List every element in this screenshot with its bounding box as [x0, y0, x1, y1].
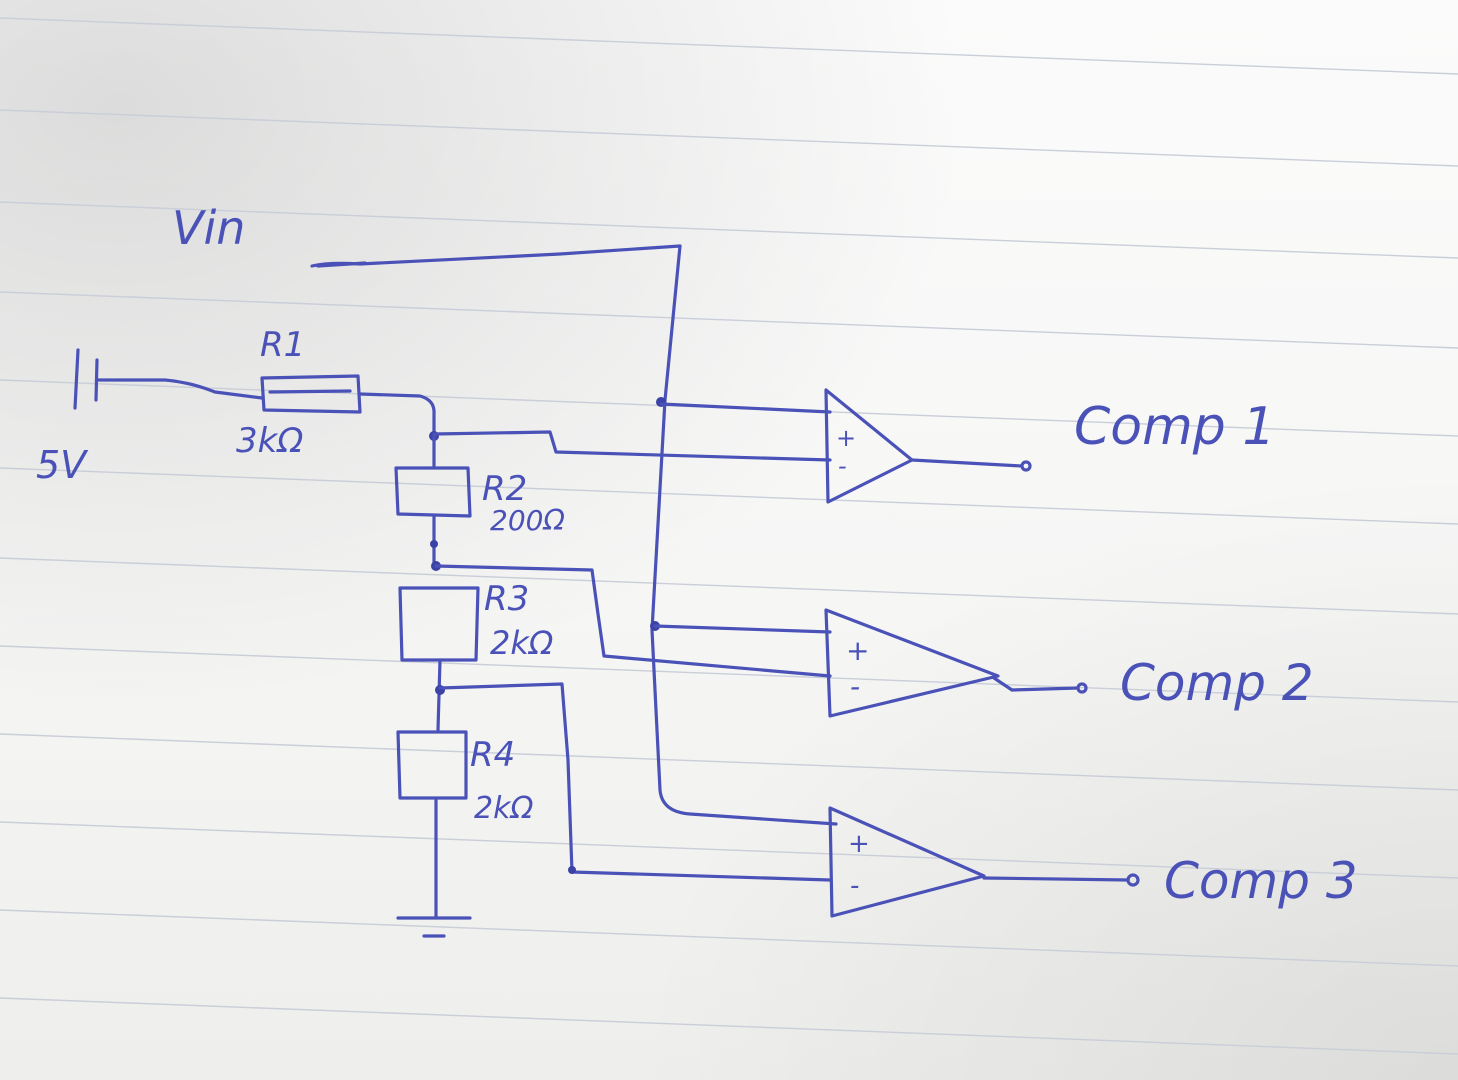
- comparator-1: [824, 388, 914, 504]
- junction-comp3-minus: [568, 866, 576, 874]
- ruled-line: [0, 733, 1458, 791]
- wire-node3-comp3-minus: [438, 682, 832, 882]
- vin-wire: [310, 244, 682, 268]
- vin-bus: [650, 244, 838, 826]
- ruled-lines: [0, 17, 1458, 1055]
- r4-value-label: 2kΩ: [474, 791, 533, 826]
- vin-label: Vin: [172, 201, 245, 255]
- vin-wire-tail: [316, 261, 367, 268]
- comp1-label: Comp 1: [1074, 397, 1275, 457]
- comp2-plus-sign: +: [846, 634, 869, 667]
- ruled-line: [0, 291, 1458, 349]
- comp2-minus-sign: -: [850, 670, 860, 703]
- comp1-terminal: [1020, 460, 1032, 472]
- ruled-line: [0, 467, 1458, 525]
- ruled-line: [0, 821, 1458, 879]
- r2-value-label: 200Ω: [490, 504, 565, 537]
- comparator-3: [828, 806, 986, 918]
- ruled-line: [0, 997, 1458, 1055]
- comp2-terminal: [1076, 682, 1088, 694]
- ruled-line: [0, 909, 1458, 967]
- ruled-line: [0, 17, 1458, 75]
- r1-body: [260, 374, 362, 414]
- comparator-1-output: [910, 458, 1024, 468]
- comparator-2-output: [992, 676, 1080, 692]
- wire-r1-node: [358, 392, 436, 438]
- battery-plate-long: [73, 348, 80, 410]
- wire-battery-r1: [96, 378, 264, 400]
- junction-r2-mid: [430, 540, 438, 548]
- r1-value-label: 3kΩ: [236, 421, 303, 461]
- comp3-plus-sign: +: [848, 829, 870, 859]
- wire-vin-comp2-plus: [653, 624, 832, 634]
- r1-inner: [268, 389, 352, 394]
- ruled-line: [0, 645, 1458, 703]
- comp3-label: Comp 3: [1164, 852, 1358, 910]
- wire-r3-r4: [436, 658, 442, 732]
- r3-name-label: R3: [484, 579, 529, 619]
- comparator-3-output: [982, 876, 1130, 882]
- comp3-minus-sign: -: [850, 871, 859, 901]
- r1-name-label: R1: [260, 325, 305, 365]
- r2-name-label: R2: [482, 469, 527, 509]
- comp1-plus-sign: +: [836, 424, 856, 452]
- r3-body: [398, 586, 480, 662]
- wire-node1-comp1-minus: [432, 430, 832, 462]
- comp1-minus-sign: -: [838, 452, 847, 480]
- comp2-label: Comp 2: [1120, 654, 1314, 712]
- comparator-2: [824, 608, 1000, 718]
- r2-body: [394, 466, 472, 518]
- comp3-terminal: [1126, 873, 1140, 887]
- supply-label: 5V: [36, 443, 89, 487]
- ruled-line: [0, 557, 1458, 615]
- ruled-line: [0, 109, 1458, 167]
- r3-value-label: 2kΩ: [490, 624, 554, 662]
- wire-node2-comp2-minus: [434, 564, 832, 678]
- ruled-line: [0, 201, 1458, 259]
- r4-body: [396, 730, 468, 800]
- r4-name-label: R4: [470, 735, 515, 775]
- wire-vin-comp1-plus: [659, 402, 832, 414]
